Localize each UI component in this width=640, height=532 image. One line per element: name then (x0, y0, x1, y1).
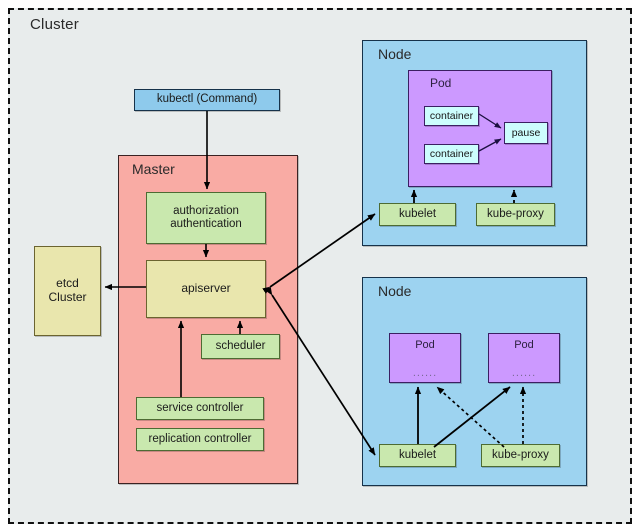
etcd-cluster-box[interactable]: etcd Cluster (34, 246, 101, 336)
node-2-pod-2-contents: ...... (511, 367, 537, 379)
node-1-kube-proxy-box[interactable]: kube-proxy (476, 203, 555, 226)
node-1-container-2[interactable]: container (424, 144, 479, 164)
node-1-label: Node (378, 46, 412, 62)
node-2-pod-2 (488, 333, 560, 383)
authorization-label: authorization (173, 204, 239, 217)
node-1-pod-label: Pod (430, 76, 452, 90)
authorization-authentication-box[interactable]: authorization authentication (146, 192, 266, 244)
node-1-container-1[interactable]: container (424, 106, 479, 126)
node-2-kube-proxy-box[interactable]: kube-proxy (481, 444, 560, 467)
node-2-pod-2-label: Pod (514, 339, 534, 351)
node-2-pod-1 (389, 333, 461, 383)
replication-controller-box[interactable]: replication controller (136, 428, 264, 451)
etcd-label: etcd (56, 276, 79, 291)
node-2-kubelet-box[interactable]: kubelet (379, 444, 456, 467)
authentication-label: authentication (170, 218, 242, 230)
node-2-label: Node (378, 283, 412, 299)
node-2-pod-1-contents: ...... (412, 367, 438, 379)
cluster-label: Cluster (30, 16, 79, 33)
apiserver-box[interactable]: apiserver (146, 260, 266, 318)
node-2-pod-1-label: Pod (415, 339, 435, 351)
node-1-pause-container[interactable]: pause (504, 122, 548, 144)
kubectl-command-box[interactable]: kubectl (Command) (134, 89, 280, 111)
service-controller-box[interactable]: service controller (136, 397, 264, 420)
master-label: Master (132, 161, 175, 177)
etcd-cluster-label: Cluster (48, 290, 87, 304)
node-1-kubelet-box[interactable]: kubelet (379, 203, 456, 226)
scheduler-box[interactable]: scheduler (201, 334, 280, 359)
